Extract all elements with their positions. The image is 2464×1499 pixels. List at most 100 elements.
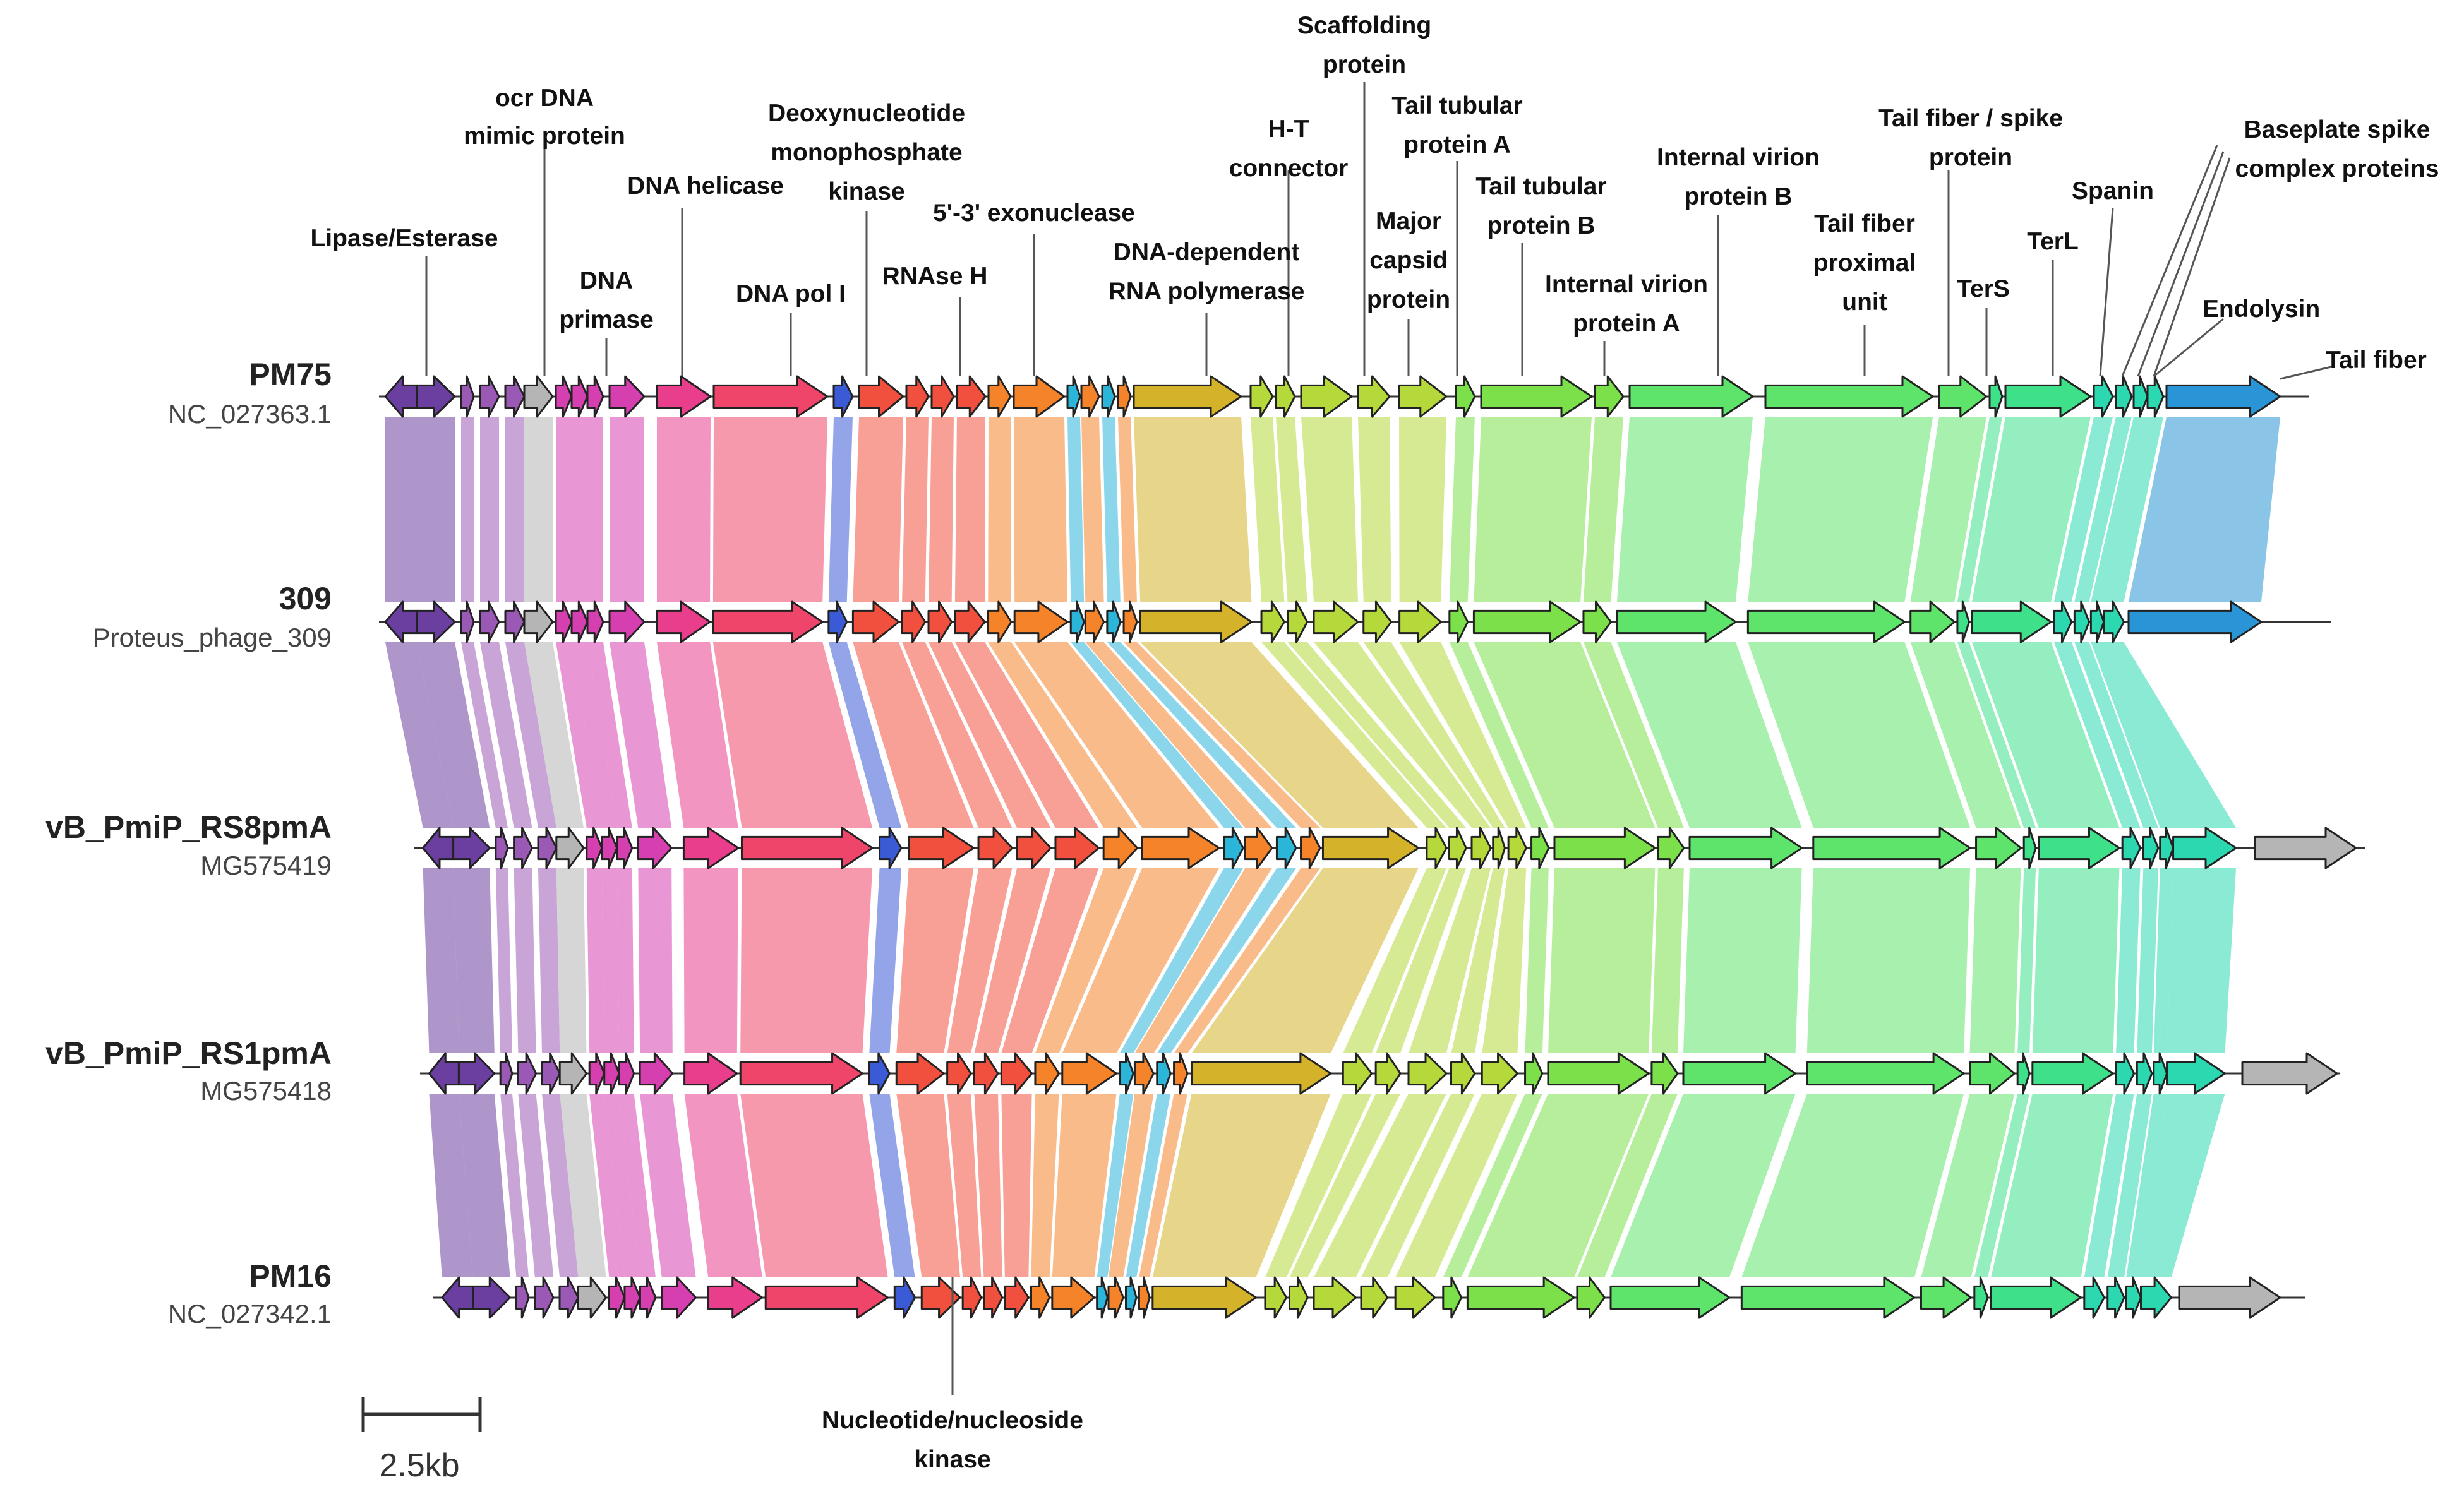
gene-arrow <box>2115 1052 2136 1095</box>
synteny-link <box>1525 868 1549 1053</box>
gene-arrow <box>1682 1052 1797 1095</box>
gene-arrow <box>1969 1052 2016 1095</box>
gene-arrow <box>1553 827 1656 869</box>
gene-arrow <box>2038 827 2120 869</box>
synteny-link <box>1139 1094 1187 1277</box>
gene-arrow <box>1582 600 1612 643</box>
gene-arrow <box>639 1276 657 1319</box>
annotation-ters: TerS <box>1957 275 2010 302</box>
gene-arrow <box>504 600 526 643</box>
gene-arrow <box>2103 600 2125 643</box>
gene-arrow <box>570 375 589 418</box>
gene-arrow <box>2089 600 2105 643</box>
gene-arrow <box>1119 1052 1134 1095</box>
synteny-link <box>947 868 1013 1053</box>
genome-name-rs1pma: vB_PmiP_RS1pmA <box>45 1036 332 1071</box>
genome-accession-rs8pma: MG575419 <box>200 851 332 880</box>
synteny-link <box>657 417 711 602</box>
gene-arrow <box>586 375 604 418</box>
gene-arrow <box>1470 827 1492 869</box>
synteny-link <box>604 1094 640 1277</box>
gene-arrow <box>1190 1052 1332 1095</box>
synteny-link <box>480 417 499 602</box>
gene-arrow <box>1151 1276 1258 1319</box>
gene-arrow <box>712 375 829 418</box>
synteny-link <box>572 642 617 828</box>
synteny-link <box>2017 868 2036 1053</box>
synteny-link <box>1052 1094 1117 1277</box>
gene-arrow <box>1249 375 1274 418</box>
synteny-link <box>902 417 929 602</box>
synteny-link <box>524 417 553 602</box>
synteny-link <box>505 417 524 602</box>
gene-arrow <box>1264 1276 1288 1319</box>
gene-arrow <box>1051 1276 1095 1319</box>
synteny-link <box>459 1094 510 1277</box>
gene-arrow <box>428 1052 460 1095</box>
synteny-link <box>610 417 644 602</box>
gene-arrow <box>603 1052 620 1095</box>
gene-arrow <box>2053 600 2073 643</box>
synteny-link <box>453 868 495 1053</box>
gene-arrow <box>441 1276 474 1319</box>
synteny-link <box>417 642 490 828</box>
gene-arrow <box>541 1052 561 1095</box>
synteny-link <box>1577 1094 1678 1277</box>
synteny-link <box>1085 642 1272 828</box>
gene-arrow <box>1990 1276 2082 1319</box>
gene-arrow <box>1524 1052 1544 1095</box>
synteny-link <box>869 1094 915 1277</box>
gene-arrow <box>2016 1052 2031 1095</box>
gene-arrow <box>1812 827 1971 869</box>
synteny-link <box>1972 417 2091 602</box>
gene-arrow <box>895 1052 945 1095</box>
synteny-link <box>1910 417 1986 602</box>
gene-arrow <box>2132 375 2149 418</box>
synteny-link <box>587 417 603 602</box>
genome-name-pm16: PM16 <box>249 1258 332 1294</box>
gene-arrow <box>1609 1276 1731 1319</box>
synteny-link <box>2053 642 2141 828</box>
synteny-link <box>2153 868 2173 1053</box>
synteny-link <box>1474 642 1656 828</box>
gene-arrow <box>858 375 904 418</box>
gene-arrow <box>879 827 903 869</box>
synteny-link <box>638 868 673 1053</box>
synteny-link <box>853 642 974 828</box>
gene-arrow <box>1547 1052 1650 1095</box>
synteny-link <box>1741 1094 1964 1277</box>
gene-arrow <box>1300 375 1353 418</box>
synteny-link <box>1097 1094 1134 1277</box>
annotation-leader-line <box>2153 318 2224 378</box>
gene-arrow <box>1466 1276 1575 1319</box>
gene-arrow <box>1223 827 1244 869</box>
gene-arrow <box>416 600 456 643</box>
gene-arrow <box>901 600 927 643</box>
gene-arrow <box>2125 1276 2142 1319</box>
gene-arrow <box>987 600 1013 643</box>
synteny-link <box>1910 642 2021 828</box>
synteny-link <box>556 642 602 828</box>
synteny-link <box>853 417 903 602</box>
gene-arrow <box>908 827 975 869</box>
gene-arrow <box>608 600 646 643</box>
synteny-link <box>1191 868 1419 1053</box>
annotation-endolysin: Endolysin <box>2203 296 2320 323</box>
synteny-link <box>947 1094 982 1277</box>
genome-accession-pm16: NC_027342.1 <box>168 1299 332 1329</box>
gene-arrow <box>384 600 418 643</box>
synteny-link <box>2116 868 2141 1053</box>
gene-arrow <box>1746 600 1906 643</box>
synteny-link <box>2141 1094 2225 1277</box>
gene-arrow <box>2153 1052 2168 1095</box>
gene-arrow <box>523 375 554 418</box>
gene-arrow <box>920 1276 961 1319</box>
annotation-leader-line <box>2280 365 2335 380</box>
synteny-link <box>560 1094 606 1277</box>
